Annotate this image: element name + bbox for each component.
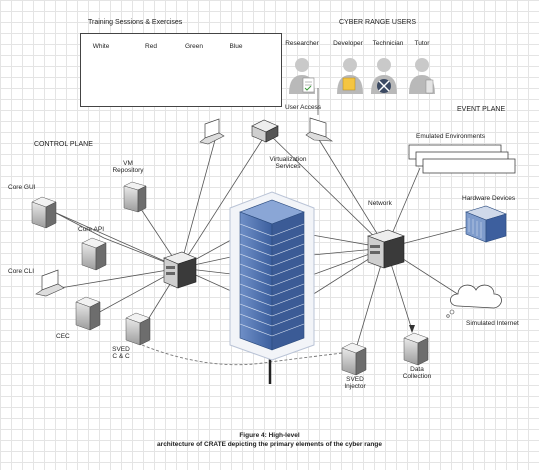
core-gui-label: Core GUI [8, 184, 36, 191]
control-plane-title: CONTROL PLANE [34, 141, 93, 148]
team-label-green: Green [184, 43, 204, 50]
team-label-blue: Blue [229, 43, 243, 50]
core-api-label: Core API [78, 226, 105, 233]
figure-caption-line2: architecture of CRATE depicting the prim… [157, 441, 382, 448]
cloud-icon [446, 284, 502, 318]
data-collection-server-icon [403, 332, 429, 366]
developer-figure-icon [337, 58, 363, 94]
arrow-head [409, 325, 415, 333]
researcher-figure-icon [289, 58, 315, 94]
event-switch-icon [367, 229, 405, 269]
role-label-researcher: Researcher [285, 40, 319, 47]
data-collection-label: Data Collection [402, 366, 432, 381]
role-label-technician: Technician [372, 40, 404, 47]
team-label-red: Red [145, 43, 157, 50]
server-rack-icon [229, 191, 315, 361]
right-laptop-icon [305, 117, 334, 142]
vm-repository-label: VM Repository [112, 160, 144, 175]
cyber-range-users-title: CYBER RANGE USERS [339, 19, 417, 26]
network-label: Network [368, 200, 392, 207]
sved-cc-server-icon [125, 312, 151, 346]
role-label-tutor: Tutor [414, 40, 430, 47]
virtualization-services-label: Virtualization Services [269, 156, 307, 171]
core-cli-laptop-icon [35, 269, 65, 297]
event-plane-title: EVENT PLANE [457, 106, 506, 113]
simulated-internet-label: Simulated Internet [466, 320, 519, 327]
core-cli-label: Core CLI [8, 268, 35, 275]
sved-dashed-link [141, 344, 351, 366]
virtualization-switch-icon [251, 119, 279, 143]
control-switch-icon [163, 251, 197, 289]
tutor-figure-icon [409, 58, 435, 94]
emulated-environments-stack [408, 144, 516, 174]
emulated-environments-label: Emulated Environments [416, 133, 486, 140]
user-access-label: User Access [284, 104, 322, 111]
hardware-devices-icon [465, 205, 507, 243]
technician-figure-icon [371, 58, 397, 94]
cec-label: CEC [56, 333, 70, 340]
figure-caption-line1: Figure 4: High-level [239, 432, 300, 439]
core-gui-server-icon [31, 196, 57, 229]
sved-cc-label: SVED C & C [112, 346, 130, 361]
vm-repository-server-icon [123, 181, 147, 213]
team-label-white: White [92, 43, 110, 50]
training-sessions-box [80, 33, 282, 107]
core-api-server-icon [81, 237, 107, 271]
sved-injector-label: SVED Injector [344, 376, 366, 391]
sved-injector-server-icon [341, 342, 367, 376]
training-sessions-title: Training Sessions & Exercises [88, 19, 183, 26]
left-laptop-icon [199, 118, 225, 145]
hardware-devices-label: Hardware Devices [462, 195, 516, 202]
role-label-developer: Developer [333, 40, 363, 47]
cec-server-icon [75, 296, 101, 331]
